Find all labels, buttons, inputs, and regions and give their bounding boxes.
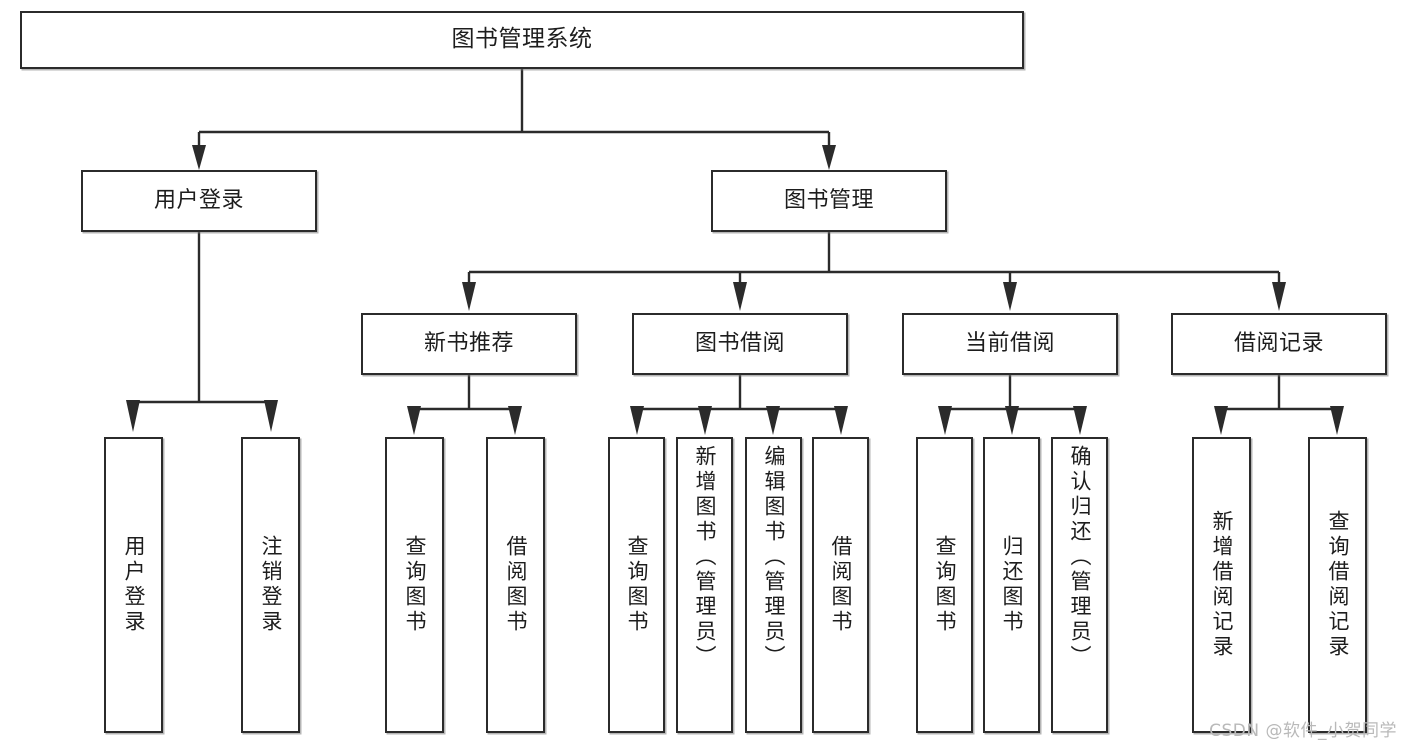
arrowhead-new-book-rec: [462, 282, 476, 311]
node-leaf-query-book-rec-label: 查询图书: [403, 535, 427, 635]
node-new-book-rec[interactable]: 新书推荐: [361, 313, 577, 375]
node-leaf-borrow-book-rec[interactable]: 借阅图书: [486, 437, 545, 733]
node-leaf-return-book[interactable]: 归还图书: [983, 437, 1040, 733]
node-leaf-user-logout[interactable]: 注销登录: [241, 437, 300, 733]
node-leaf-query-book-rec[interactable]: 查询图书: [385, 437, 444, 733]
node-leaf-edit-book-admin-label: 编辑图书（管理员）: [762, 445, 786, 670]
node-leaf-query-borrow-record[interactable]: 查询借阅记录: [1308, 437, 1367, 733]
node-new-book-rec-label: 新书推荐: [423, 330, 514, 356]
arrowhead-leaf-query-book-current: [938, 406, 952, 435]
arrowhead-leaf-query-book-rec: [407, 406, 421, 435]
node-leaf-user-logout-label: 注销登录: [259, 535, 283, 635]
node-root-label: 图书管理系统: [451, 26, 593, 53]
arrowhead-book-manage: [822, 145, 836, 170]
arrowhead-leaf-borrow-book: [834, 406, 848, 435]
arrowhead-leaf-user-logout: [264, 400, 278, 432]
csdn-watermark: CSDN @软件_小贺同学: [1209, 721, 1397, 741]
arrowhead-leaf-query-book-borrow: [630, 406, 644, 435]
node-current-borrow-label: 当前借阅: [964, 330, 1055, 356]
node-leaf-query-borrow-record-label: 查询借阅记录: [1326, 510, 1350, 660]
node-book-borrow[interactable]: 图书借阅: [632, 313, 848, 375]
node-leaf-return-book-label: 归还图书: [1000, 535, 1024, 635]
node-leaf-add-book-admin[interactable]: 新增图书（管理员）: [676, 437, 733, 733]
arrowhead-leaf-add-borrow-record: [1214, 406, 1228, 435]
node-leaf-query-book-current-label: 查询图书: [933, 535, 957, 635]
node-leaf-borrow-book-rec-label: 借阅图书: [504, 535, 528, 635]
arrowhead-current-borrow: [1003, 282, 1017, 311]
arrowhead-leaf-user-login: [126, 400, 140, 432]
node-leaf-user-login-label: 用户登录: [122, 535, 146, 635]
node-current-borrow[interactable]: 当前借阅: [902, 313, 1118, 375]
node-leaf-confirm-return-admin-label: 确认归还（管理员）: [1068, 445, 1092, 670]
arrowhead-leaf-query-borrow-record: [1330, 406, 1344, 435]
node-leaf-borrow-book-label: 借阅图书: [829, 535, 853, 635]
node-borrow-record-label: 借阅记录: [1233, 330, 1324, 356]
node-leaf-borrow-book[interactable]: 借阅图书: [812, 437, 869, 733]
arrowhead-leaf-add-book-admin: [698, 406, 712, 435]
node-book-borrow-label: 图书借阅: [694, 330, 785, 356]
arrowhead-borrow-record: [1272, 282, 1286, 311]
node-user-login-label: 用户登录: [153, 187, 244, 213]
arrowhead-leaf-edit-book-admin: [766, 406, 780, 435]
node-leaf-user-login[interactable]: 用户登录: [104, 437, 163, 733]
node-leaf-query-book-borrow-label: 查询图书: [625, 535, 649, 635]
node-book-manage[interactable]: 图书管理: [711, 170, 947, 232]
node-user-login[interactable]: 用户登录: [81, 170, 317, 232]
node-leaf-add-borrow-record[interactable]: 新增借阅记录: [1192, 437, 1251, 733]
node-leaf-query-book-borrow[interactable]: 查询图书: [608, 437, 665, 733]
node-book-manage-label: 图书管理: [783, 187, 874, 213]
arrowhead-leaf-borrow-book-rec: [508, 406, 522, 435]
node-borrow-record[interactable]: 借阅记录: [1171, 313, 1387, 375]
arrowhead-book-borrow: [733, 282, 747, 311]
node-leaf-query-book-current[interactable]: 查询图书: [916, 437, 973, 733]
node-leaf-edit-book-admin[interactable]: 编辑图书（管理员）: [745, 437, 802, 733]
arrowhead-leaf-confirm-return-admin: [1073, 406, 1087, 435]
node-leaf-add-book-admin-label: 新增图书（管理员）: [693, 445, 717, 670]
node-root[interactable]: 图书管理系统: [20, 11, 1024, 69]
node-leaf-add-borrow-record-label: 新增借阅记录: [1210, 510, 1234, 660]
node-leaf-confirm-return-admin[interactable]: 确认归还（管理员）: [1051, 437, 1108, 733]
arrowhead-user-login: [192, 145, 206, 170]
arrowhead-leaf-return-book: [1005, 406, 1019, 435]
